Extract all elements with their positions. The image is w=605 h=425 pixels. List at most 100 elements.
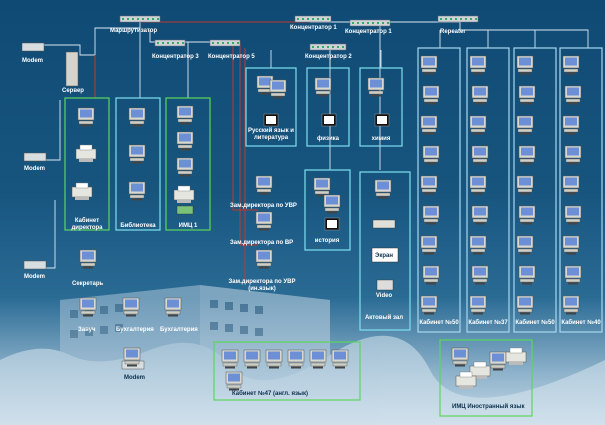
monitor-icon <box>374 113 390 127</box>
screen-icon <box>371 247 399 263</box>
frame-room-37 <box>466 47 510 333</box>
computer-icon <box>420 55 438 75</box>
printer-icon <box>75 144 97 162</box>
computer-icon <box>518 85 536 105</box>
server-icon <box>65 51 79 87</box>
computer-icon <box>256 75 274 95</box>
computer-icon <box>516 175 534 195</box>
zavuch-label: Завуч <box>78 327 96 333</box>
computer-icon <box>313 177 331 197</box>
computer-icon <box>469 175 487 195</box>
computer-icon <box>422 205 440 225</box>
imc1-label: ИМЦ 1 <box>178 223 198 229</box>
computer-icon <box>420 175 438 195</box>
frame-assembly-hall <box>359 171 411 331</box>
hub1b-icon <box>349 19 391 27</box>
computer-icon <box>176 105 194 125</box>
computer-icon <box>176 131 194 151</box>
frame-chemistry <box>359 67 403 147</box>
computer-icon <box>562 235 580 255</box>
modem-mid-label: Modem <box>24 166 45 172</box>
computer-icon <box>564 265 582 285</box>
monitor-icon <box>263 113 279 127</box>
computer-icon <box>323 194 341 214</box>
computer-icon <box>471 265 489 285</box>
accounting1-label: Бухгалтерия <box>116 327 154 333</box>
deputy-uvr-foreign-label: Зам.директора по УВР (ин.язык) <box>228 279 296 292</box>
hub2-icon <box>309 43 347 51</box>
computer-icon <box>518 145 536 165</box>
computer-icon <box>471 205 489 225</box>
scanner-icon <box>176 205 194 215</box>
printer-icon <box>469 361 491 379</box>
assembly-hall-label: Актовый зал <box>364 315 404 321</box>
director-office-label: Кабинет директора <box>71 218 103 231</box>
frame-room-47 <box>213 341 361 401</box>
computer-icon <box>562 55 580 75</box>
hub5-icon <box>209 39 241 47</box>
computer-icon <box>255 249 273 269</box>
hub1-label: Концентратор 1 <box>290 25 337 31</box>
projector-icon <box>372 219 396 229</box>
deputy-uvr-label: Зам.директора по УВР <box>230 203 297 209</box>
modem-icon <box>23 152 47 162</box>
computer-icon <box>489 351 507 371</box>
repeater-label: Repeater <box>440 29 466 35</box>
library-label: Библиотека <box>120 223 156 229</box>
computer-icon <box>128 181 146 201</box>
frame-room-50 <box>417 47 461 333</box>
frame-imc1 <box>165 97 211 231</box>
repeater-icon <box>437 15 479 23</box>
screen-label: Экран <box>375 253 393 259</box>
server-label: Сервер <box>62 88 84 94</box>
computer-icon <box>422 145 440 165</box>
computer-icon <box>225 371 243 391</box>
frame-physics <box>306 67 350 147</box>
room-50b-label: Кабинет №50 <box>515 320 555 326</box>
frame-room-50b <box>513 47 557 333</box>
accounting2-label: Бухгалтерия <box>160 327 198 333</box>
modem-bottom-label: Modem <box>124 375 145 381</box>
frame-history <box>304 169 351 251</box>
computer-icon <box>469 295 487 315</box>
history-label: история <box>314 238 340 244</box>
computer-icon <box>516 55 534 75</box>
computer-icon <box>79 297 97 317</box>
printer-icon <box>455 371 477 389</box>
computer-icon <box>374 179 392 199</box>
hub2-label: Концентратор 2 <box>305 54 352 60</box>
computer-icon <box>77 107 95 127</box>
computer-icon <box>422 265 440 285</box>
computer-icon <box>516 115 534 135</box>
computer-icon <box>469 55 487 75</box>
computer-icon <box>422 85 440 105</box>
computer-icon <box>562 295 580 315</box>
computer-icon <box>221 349 239 369</box>
frame-director <box>64 97 110 231</box>
computer-icon <box>564 205 582 225</box>
hub1-icon <box>294 15 332 23</box>
imc-foreign-label: ИМЦ Иностранный язык <box>452 404 525 410</box>
frame-imc-foreign <box>439 339 533 417</box>
computer-icon <box>420 235 438 255</box>
hub1b-label: Концентратор 1 <box>345 29 392 35</box>
computer-icon <box>331 349 349 369</box>
deputy-vr-label: Зам.директора по ВР <box>230 240 294 246</box>
computer-icon <box>469 115 487 135</box>
computer-icon <box>123 347 141 367</box>
computer-icon <box>176 157 194 177</box>
computer-icon <box>516 235 534 255</box>
computer-icon <box>564 85 582 105</box>
video-label: Video <box>375 293 393 299</box>
computer-icon <box>469 235 487 255</box>
computer-icon <box>518 205 536 225</box>
secretary-label: Секретарь <box>72 281 104 287</box>
computer-icon <box>255 211 273 231</box>
computer-icon <box>269 79 287 99</box>
computer-icon <box>562 175 580 195</box>
russian-label: Русский язык и литература <box>248 128 294 141</box>
computer-icon <box>265 349 283 369</box>
frame-russian <box>245 67 297 147</box>
computer-icon <box>562 115 580 135</box>
